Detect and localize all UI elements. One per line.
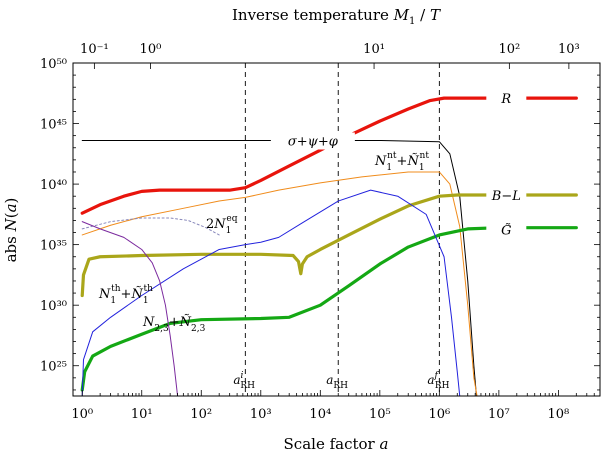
top-tick-label-4: 10³ [558, 42, 580, 57]
x-tick-label-1: 10¹ [131, 407, 153, 422]
x-tick-label-4: 10⁴ [309, 407, 331, 422]
x-tick-label-2: 10² [190, 407, 212, 422]
top-tick-label-1: 10⁰ [140, 42, 162, 57]
vline-label-1: aRH [326, 373, 348, 391]
curve-label-3: G̃ [501, 222, 511, 238]
x-tick-label-5: 10⁵ [369, 407, 391, 422]
y-tick-label-0: 10²⁵ [40, 360, 67, 375]
x-tick-label-3: 10³ [250, 407, 272, 422]
series-6 [81, 189, 461, 396]
x-tick-label-7: 10⁷ [488, 407, 510, 422]
curve-label-bg-0 [486, 90, 527, 108]
series-7 [81, 221, 179, 396]
axis-ticks [73, 62, 601, 396]
series-1 [81, 140, 477, 396]
top-tick-label-2: 10¹ [363, 42, 385, 57]
x-tick-label-8: 10⁸ [548, 407, 570, 422]
top-tick-label-0: 10⁻¹ [80, 42, 109, 57]
label-N23: N2,3+Ñ2,3 [142, 314, 206, 334]
curve-label-bg-3 [486, 221, 527, 239]
plot-frame [72, 62, 601, 397]
label-N1th: N1th+Ñ1th [98, 284, 153, 306]
label-2N1eq: 2N1eq [206, 214, 238, 236]
top-axis-title: Inverse temperature M1 / T [232, 6, 441, 27]
x-axis-title: Scale factor a [284, 435, 389, 453]
y-tick-label-5: 10⁵⁰ [40, 57, 67, 72]
series-4 [80, 193, 578, 298]
y-tick-label-2: 10³⁵ [40, 239, 67, 254]
series-0 [80, 96, 578, 215]
y-tick-label-1: 10³⁰ [40, 299, 67, 314]
label-N1nt: N1nt+Ñ1nt [374, 151, 429, 173]
top-tick-label-3: 10² [498, 42, 520, 57]
y-tick-label-4: 10⁴⁵ [40, 118, 67, 133]
curve-label-bg-1 [270, 132, 355, 150]
curve-label-bg-2 [486, 186, 527, 204]
y-tick-label-3: 10⁴⁰ [40, 178, 67, 193]
curve-label-2: B−L [491, 189, 521, 204]
series-3 [81, 217, 220, 236]
series-2 [81, 171, 478, 396]
curve-labels: Rσ+ψ+φB−L G̃ [270, 90, 527, 239]
x-tick-label-0: 10⁰ [71, 407, 93, 422]
curve-label-1: σ+ψ+φ [288, 134, 339, 149]
x-tick-label-6: 10⁶ [428, 407, 450, 422]
y-axis-title: abs N(a) [2, 198, 20, 263]
curve-label-0: R [500, 92, 511, 107]
series-curves [80, 96, 578, 396]
axis-tick-labels: 10⁰ 10¹ 10² 10³ 10⁴ 10⁵ 10⁶ 10⁷ 10⁸ 10²⁵ 10³⁰ 10³⁵ 1… [40, 42, 580, 422]
series-5 [80, 226, 578, 392]
